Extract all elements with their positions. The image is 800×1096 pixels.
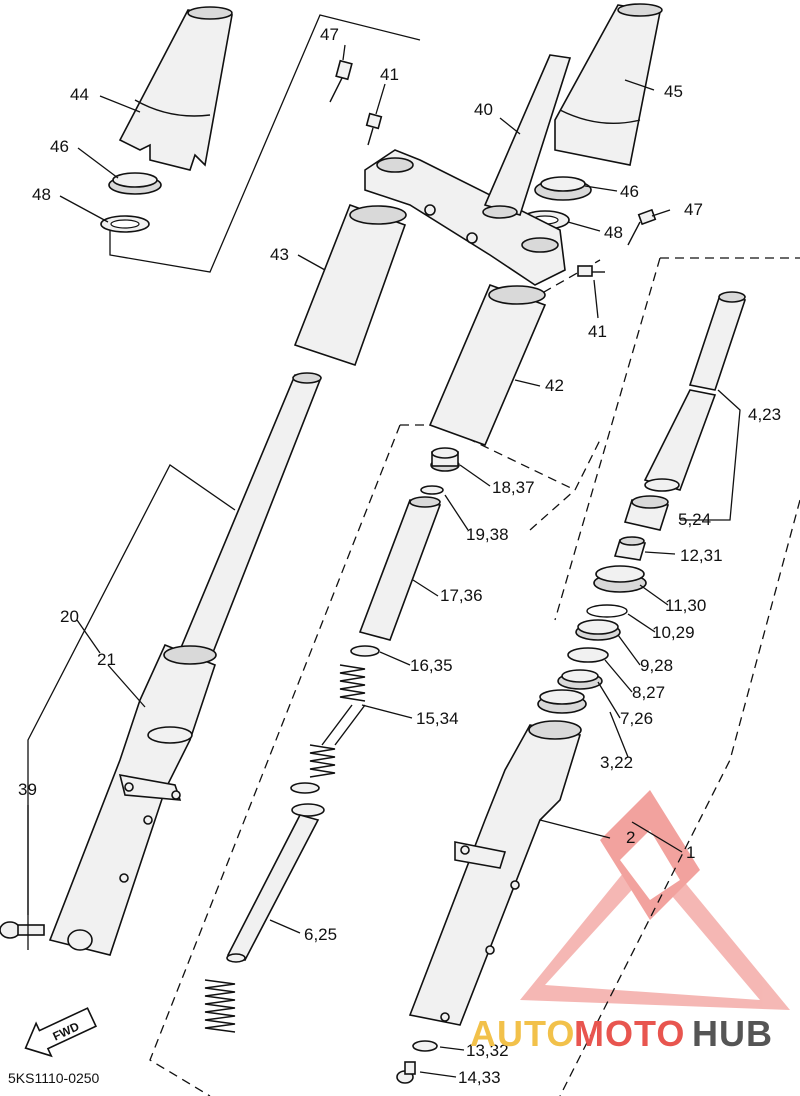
label-14-33: 14,33 [458, 1068, 501, 1087]
bolt-39 [0, 921, 45, 939]
label-41-top: 41 [380, 65, 399, 84]
bolt-47-right [627, 208, 657, 246]
label-45: 45 [664, 82, 683, 101]
label-48-right: 48 [604, 223, 623, 242]
label-47-top: 47 [320, 25, 339, 44]
label-18-37: 18,37 [492, 478, 535, 497]
automotohub-logo [520, 790, 790, 1010]
outer-tube-21 [48, 643, 217, 956]
label-47-right: 47 [684, 200, 703, 219]
group-outlines [109, 14, 800, 1096]
rebound-spring [204, 979, 236, 1033]
oil-seal-11-30 [593, 565, 647, 593]
label-46-right: 46 [620, 182, 639, 201]
label-39: 39 [18, 780, 37, 799]
cap-cover-44 [118, 6, 233, 171]
watermark-text: AUTO MOTO HUB [470, 1013, 773, 1054]
label-1: 1 [686, 843, 695, 862]
label-13-32: 13,32 [466, 1041, 509, 1060]
washer-16-35 [350, 645, 380, 657]
seal-7-26 [557, 669, 603, 690]
label-16-35: 16,35 [410, 656, 453, 675]
fork-tube-20 [178, 372, 322, 661]
label-42: 42 [545, 376, 564, 395]
cover-42 [428, 283, 547, 447]
bolt-cap-18-37 [430, 447, 460, 472]
steering-stem-40 [482, 54, 572, 219]
label-12-31: 12,31 [680, 546, 723, 565]
label-21: 21 [97, 650, 116, 669]
bushing-12-31 [613, 536, 647, 561]
label-11-30: 11,30 [665, 596, 706, 615]
spacer-17-36 [358, 496, 442, 641]
nut-46-left [108, 172, 162, 195]
bolt-14-33 [396, 1061, 416, 1084]
bolt-41-top [365, 112, 383, 146]
label-43: 43 [270, 245, 289, 264]
bolt-47-top [329, 59, 353, 103]
damper-rod-6-25 [226, 814, 320, 963]
label-3-22: 3,22 [600, 753, 633, 772]
dust-seal-3-22 [537, 689, 587, 714]
label-46-left: 46 [50, 137, 69, 156]
label-17-36: 17,36 [440, 586, 483, 605]
watermark-auto: AUTO [470, 1013, 575, 1054]
label-44: 44 [70, 85, 89, 104]
label-9-28: 9,28 [640, 656, 673, 675]
outer-tube-2 [408, 720, 582, 1026]
label-5-24: 5,24 [678, 510, 711, 529]
label-15-34: 15,34 [416, 709, 459, 728]
diagram-code: 5KS1110-0250 [8, 1070, 100, 1086]
label-4-23: 4,23 [748, 405, 781, 424]
label-19-38: 19,38 [466, 525, 509, 544]
spring-15-34 [309, 664, 366, 778]
circlip-6 [290, 782, 325, 817]
bushing-5-24 [623, 495, 670, 531]
o-ring-19-38 [420, 485, 444, 495]
cap-cover-45 [554, 3, 663, 166]
washer-8-27 [567, 647, 609, 663]
watermark-moto: MOTO [574, 1013, 685, 1054]
label-48-left: 48 [32, 185, 51, 204]
bolt-41-right [577, 265, 605, 277]
inner-tube-4-23 [643, 291, 747, 492]
label-6-25: 6,25 [304, 925, 337, 944]
handle-crown-bracket [364, 149, 566, 286]
label-41-right: 41 [588, 322, 607, 341]
washer-13-32 [412, 1040, 438, 1052]
leader-lines [27, 44, 741, 1078]
label-7-26: 7,26 [620, 709, 653, 728]
label-2: 2 [626, 828, 635, 847]
nut-46-right [534, 176, 592, 201]
label-20: 20 [60, 607, 79, 626]
washer-9-28 [575, 619, 621, 641]
washer-48-left [100, 215, 150, 233]
label-40: 40 [474, 100, 493, 119]
cover-43 [293, 203, 407, 367]
label-10-29: 10,29 [652, 623, 695, 642]
part-labels: 44 46 48 47 41 40 45 46 47 48 43 41 42 4… [18, 25, 781, 1087]
fwd-arrow: FWD [24, 1007, 98, 1058]
watermark-hub: HUB [692, 1013, 773, 1054]
clip-10-29 [586, 604, 628, 618]
label-8-27: 8,27 [632, 683, 665, 702]
